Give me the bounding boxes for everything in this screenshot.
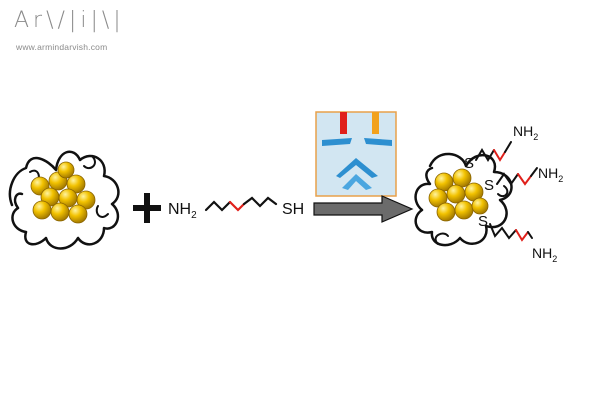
attached-linker: S NH2 [464, 123, 538, 172]
reagent-inset [315, 111, 397, 197]
sulfur-label: S [464, 155, 474, 172]
sulfur-label: S [484, 177, 494, 194]
plus-icon [133, 193, 161, 223]
gold-atom [76, 190, 96, 210]
gold-atom [436, 202, 456, 222]
thiol-label: SH [282, 201, 304, 218]
reagent-chevron [336, 158, 378, 178]
brand-url: www.armindarvish.com [16, 42, 108, 52]
linker-chain [242, 196, 278, 208]
gold-atom [66, 174, 86, 194]
reagent-orange-stem [372, 112, 379, 134]
brand-logo-text: Ar\/|i|\| [14, 8, 125, 33]
reagent-chevron [342, 174, 372, 190]
amine-label: NH2 [532, 245, 557, 264]
amine-thiol-linker: NH2 SH [168, 196, 304, 221]
polymer-shell-inner [434, 185, 509, 245]
reaction-arrow-icon [313, 195, 414, 223]
reagent-blue-bar [364, 138, 392, 146]
gold-atom [428, 188, 448, 208]
reagent-blue-bar [322, 138, 352, 146]
amine-label: NH2 [513, 123, 538, 142]
gold-atom [68, 204, 88, 224]
attached-linker: S NH2 [484, 165, 563, 194]
gold-atom [50, 202, 70, 222]
attached-linker: S NH2 [478, 213, 557, 264]
reactant-nanoparticle [8, 150, 120, 250]
gold-atom [32, 200, 52, 220]
inset-frame [315, 111, 397, 197]
brand-logo: Ar\/|i|\| www.armindarvish.com [14, 8, 124, 58]
gold-atom [471, 197, 489, 215]
gold-atom [454, 200, 474, 220]
gold-atom [57, 161, 75, 179]
gold-core [428, 168, 489, 222]
reagent-red-stem [340, 112, 347, 134]
sulfur-label: S [478, 213, 488, 230]
product-nanoparticle: S NH2 S NH2 S NH2 [414, 123, 563, 264]
gold-atom [446, 184, 466, 204]
amine-label: NH2 [538, 165, 563, 184]
amine-label: NH2 [168, 201, 197, 221]
polymer-shell [8, 150, 120, 250]
gold-core [30, 161, 96, 224]
linker-chain [204, 200, 232, 212]
linker-chain-accent [228, 200, 246, 212]
